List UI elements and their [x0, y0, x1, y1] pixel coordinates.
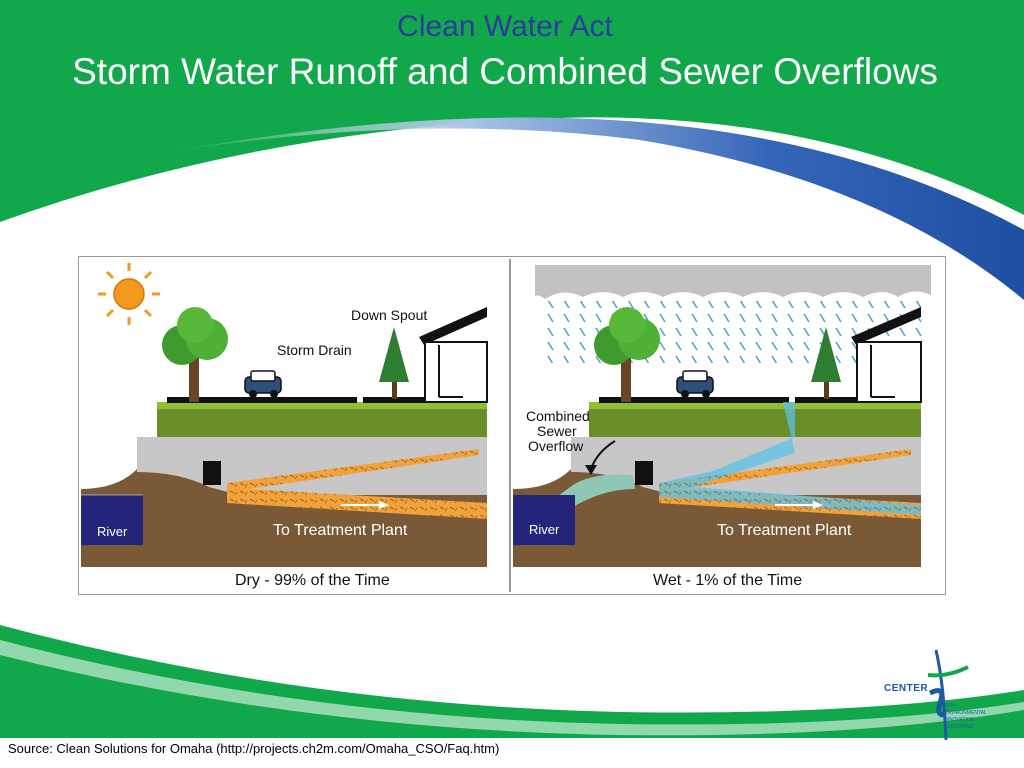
wet-car-icon — [676, 370, 714, 398]
top-blue-swoosh — [170, 117, 1024, 300]
center-logo: CENTER FOR ENVIRONMENTAL INNOVATION IN R… — [878, 645, 998, 745]
car-icon — [244, 370, 282, 398]
pine-tree-icon — [379, 327, 409, 399]
logo-line-3: INNOVATION — [944, 717, 975, 723]
dry-caption: Dry - 99% of the Time — [235, 572, 390, 589]
house-icon — [419, 307, 488, 403]
dry-label-storm-drain: Storm Drain — [277, 342, 352, 358]
wet-tree-icon — [594, 307, 660, 402]
logo-mark-icon — [927, 649, 969, 741]
logo-subtext: FOR ENVIRONMENTAL INNOVATION IN ROOFING — [944, 703, 1004, 731]
logo-line-2: ENVIRONMENTAL — [944, 710, 987, 716]
cso-diagram: Down Spout Storm Drain River To Treatmen… — [78, 256, 946, 595]
slide-subtitle: Clean Water Act — [397, 10, 613, 43]
wet-label-combined-1: Combined — [526, 408, 590, 424]
footer-strip — [0, 738, 1024, 768]
cloud-icon — [535, 265, 931, 299]
source-citation: Source: Clean Solutions for Omaha (http:… — [8, 741, 500, 756]
dry-label-river: River — [97, 524, 128, 539]
wet-panel — [513, 259, 943, 592]
wet-label-treatment: To Treatment Plant — [717, 522, 852, 539]
slide-title: Storm Water Runoff and Combined Sewer Ov… — [72, 51, 938, 92]
logo-line-1: FOR — [944, 703, 955, 709]
logo-line-4: IN ROOFING — [944, 724, 974, 730]
sun-icon — [98, 263, 160, 325]
wet-label-combined-2: Sewer — [537, 423, 577, 439]
top-green-band — [0, 0, 1024, 222]
cso-diagram-svg: Down Spout Storm Drain River To Treatmen… — [81, 259, 943, 592]
wet-pine-tree-icon — [811, 327, 841, 399]
tree-icon — [162, 307, 228, 402]
wet-caption: Wet - 1% of the Time — [653, 572, 802, 589]
dry-panel — [81, 259, 511, 592]
dry-label-treatment: To Treatment Plant — [273, 522, 408, 539]
bottom-white-wave — [0, 640, 1024, 736]
wet-label-river: River — [529, 522, 560, 537]
wet-label-combined-3: Overflow — [528, 438, 584, 454]
dry-label-down-spout: Down Spout — [351, 307, 427, 323]
logo-center-text: CENTER — [884, 683, 929, 694]
wet-house-icon — [851, 307, 922, 403]
